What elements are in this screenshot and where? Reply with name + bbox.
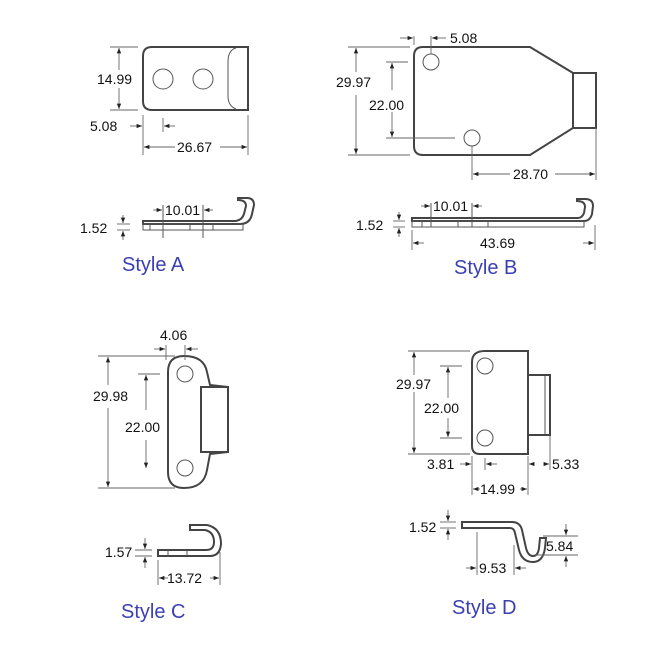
style-d-offset-dim: 9.53 <box>479 560 506 576</box>
style-c-edge-offset-dim: 4.06 <box>160 327 187 343</box>
style-d-top-view <box>408 350 551 495</box>
style-c-hole-spacing-dim: 22.00 <box>125 419 160 435</box>
style-d-label: Style D <box>452 597 516 619</box>
style-c-thickness-dim: 1.57 <box>105 544 132 560</box>
style-a-hole-offset-dim: 5.08 <box>90 118 117 134</box>
style-b-length-from-hole-dim: 28.70 <box>513 166 548 182</box>
style-c-top-view <box>98 345 229 490</box>
style-d-width-dim: 14.99 <box>480 481 515 497</box>
style-a-hole-spacing-dim: 10.01 <box>165 202 200 218</box>
style-b-hole-spacing-dim: 22.00 <box>369 97 404 113</box>
style-d-hole-spacing-dim: 22.00 <box>424 400 459 416</box>
style-b-thickness-dim: 1.52 <box>356 217 383 233</box>
style-b-label: Style B <box>454 257 517 279</box>
style-b-height-dim: 29.97 <box>336 74 371 90</box>
style-b-hole-spacing-side-dim: 10.01 <box>433 198 468 214</box>
style-d-depth-dim: 5.84 <box>546 538 573 554</box>
style-d-tab-width-dim: 5.33 <box>552 456 579 472</box>
style-a-label: Style A <box>122 254 185 276</box>
style-c-height-dim: 29.98 <box>93 388 128 404</box>
style-c-side-view <box>135 524 223 585</box>
style-b-top-view <box>348 35 597 180</box>
style-a-top-view <box>110 46 249 155</box>
style-d-thickness-dim: 1.52 <box>409 519 436 535</box>
style-b-side-view <box>393 198 596 250</box>
style-c-length-dim: 13.72 <box>167 570 202 586</box>
style-b-edge-offset-dim: 5.08 <box>450 30 477 46</box>
style-c-label: Style C <box>121 601 185 623</box>
style-d-height-dim: 29.97 <box>396 376 431 392</box>
style-a-height-dim: 14.99 <box>97 71 132 87</box>
style-d-hole-offset-dim: 3.81 <box>427 456 454 472</box>
style-a-length-dim: 26.67 <box>177 139 212 155</box>
style-b-length-dim: 43.69 <box>480 235 515 251</box>
style-a-thickness-dim: 1.52 <box>80 220 107 236</box>
style-d-side-view <box>440 510 578 575</box>
style-a-side-view <box>117 197 256 240</box>
